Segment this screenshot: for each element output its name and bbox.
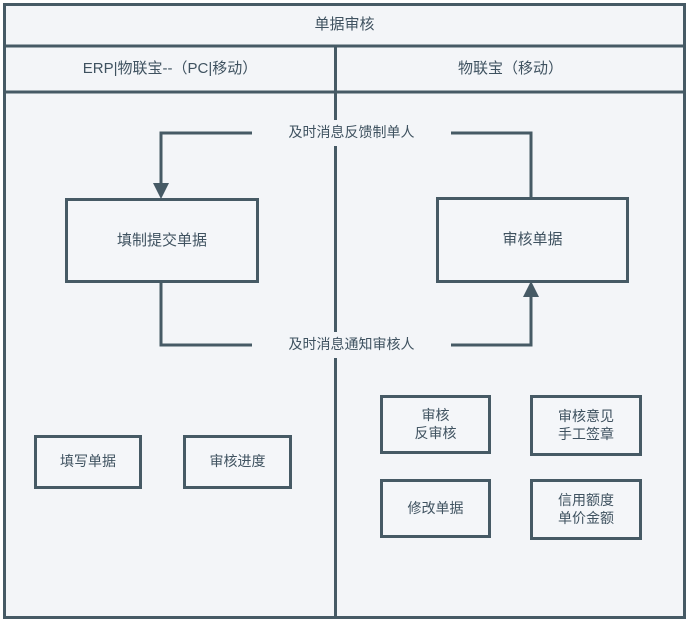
edge-feedback-to-creator-path-2: [159, 131, 253, 192]
node-review-progress-shape[interactable]: [183, 435, 292, 489]
edge-notify-reviewer-path: [159, 281, 253, 347]
node-review-unreview-shape[interactable]: [380, 395, 491, 454]
edge-notify-reviewer-path-2: [435, 290, 533, 347]
node-review-opinion-shape[interactable]: [530, 395, 642, 456]
node-modify-doc-shape[interactable]: [380, 479, 491, 538]
edge-feedback-to-creator-path: [435, 131, 533, 197]
edge-feedback-arrowhead: [153, 183, 169, 199]
node-fill-submit-doc-shape[interactable]: [65, 198, 259, 283]
node-credit-amount-shape[interactable]: [530, 479, 642, 540]
node-review-doc-shape[interactable]: [436, 197, 629, 283]
edge-notify-arrowhead: [523, 281, 539, 297]
node-write-doc-shape[interactable]: [34, 435, 142, 489]
